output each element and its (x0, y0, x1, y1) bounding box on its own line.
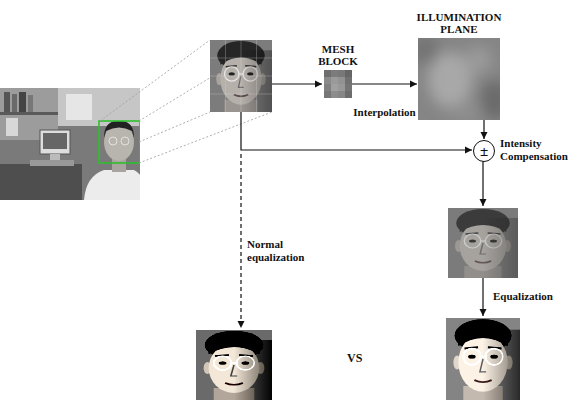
node-caption: Intensity Compensation (500, 137, 582, 163)
annotation-label: VS (347, 352, 362, 365)
node-heading: MESH BLOCK (310, 43, 366, 67)
flow-arrows (241, 84, 483, 328)
image-block: MESH BLOCK (324, 70, 352, 98)
proposed-equalized-face (446, 318, 520, 400)
operator-symbol: ± (474, 141, 494, 161)
mesh-overlay (210, 40, 272, 112)
illumination-plane-image (418, 38, 500, 120)
annotation-label: Equalization (493, 290, 553, 303)
mesh-block-image (324, 70, 352, 98)
edge-label: Interpolation (351, 106, 417, 119)
image-block: ILLUMINATION PLANE (418, 38, 500, 120)
source-photo (0, 88, 140, 200)
compensated-face (448, 208, 518, 278)
flow-arrow (352, 83, 417, 84)
zoom-lines (100, 40, 272, 163)
node-heading: ILLUMINATION PLANE (407, 11, 511, 35)
annotation-label: Normal equalization (247, 238, 313, 264)
normal-equalized-face (196, 330, 272, 400)
flow-arrow (483, 120, 484, 139)
sum-circle: ±Intensity Compensation (473, 140, 495, 162)
cropped-face (210, 40, 272, 112)
